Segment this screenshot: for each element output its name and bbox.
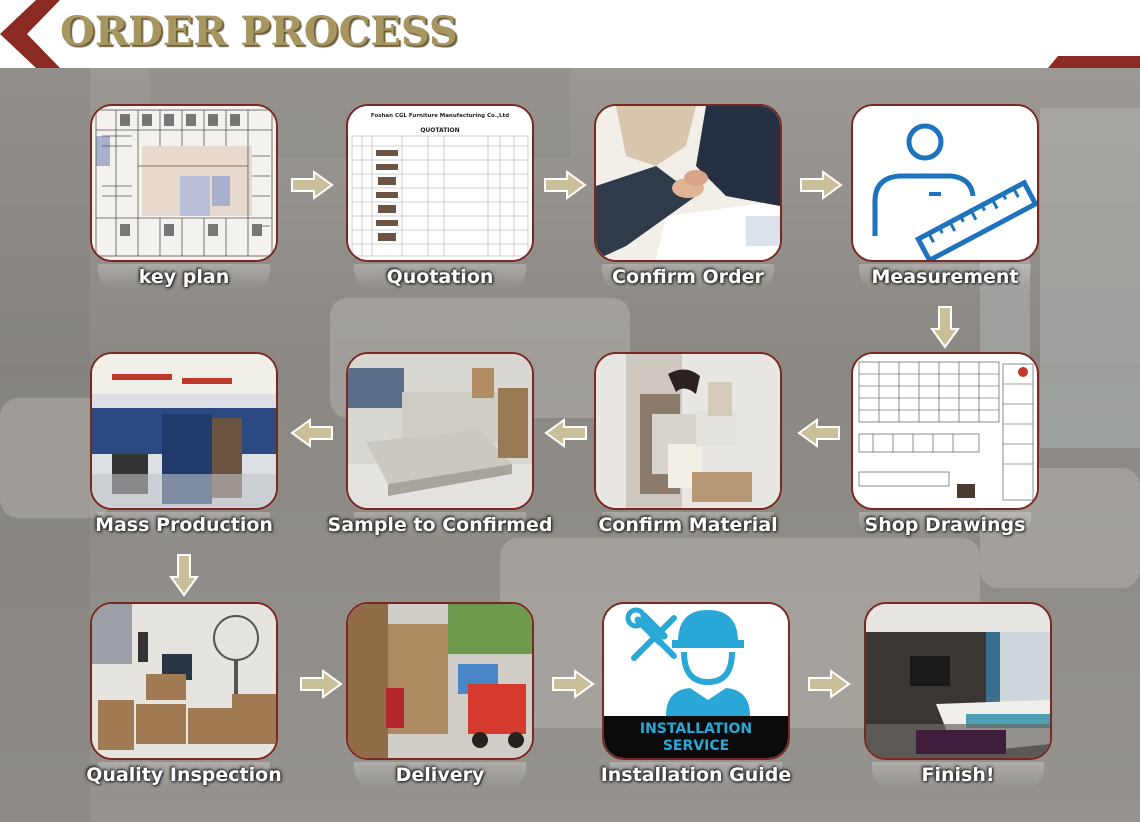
step-label: key plan: [50, 266, 318, 288]
finish-image: [864, 602, 1052, 760]
step-measurement: Measurement: [851, 104, 1039, 262]
step-shop-drawings: Shop Drawings: [851, 352, 1039, 510]
left-arrow-icon: [797, 418, 841, 448]
step-quotation: Foshan CGL Furniture Manufacturing Co.,L…: [346, 104, 534, 262]
right-arrow-icon: [799, 170, 843, 200]
header-accent-stripe: [1048, 56, 1140, 68]
measurement-image: [851, 104, 1039, 262]
measure-person-icon: [853, 106, 1037, 260]
step-delivery: Delivery: [346, 602, 534, 760]
step-label: Finish!: [824, 764, 1092, 786]
delivery-image: [346, 602, 534, 760]
step-label: Delivery: [306, 764, 574, 786]
step-sample-to-confirmed: Sample to Confirmed: [346, 352, 534, 510]
quotation-heading: QUOTATION: [420, 127, 459, 134]
step-mass-production: Mass Production: [90, 352, 278, 510]
quality-inspection-image: [90, 602, 278, 760]
confirm-order-image: [594, 104, 782, 262]
step-key-plan: key plan: [90, 104, 278, 262]
right-arrow-icon: [290, 170, 334, 200]
key-plan-image: [90, 104, 278, 262]
chevron-arrow-icon: [0, 0, 60, 68]
down-arrow-icon: [929, 305, 961, 349]
step-label: Quotation: [306, 266, 574, 288]
quotation-image: Foshan CGL Furniture Manufacturing Co.,L…: [346, 104, 534, 262]
sample-image: [346, 352, 534, 510]
confirm-material-image: [594, 352, 782, 510]
step-label: Confirm Material: [554, 514, 822, 536]
right-arrow-icon: [299, 669, 343, 699]
step-label: Confirm Order: [554, 266, 822, 288]
step-label: Mass Production: [50, 514, 318, 536]
step-installation-guide: INSTALLATION SERVICE Installation Guide: [602, 602, 790, 760]
right-arrow-icon: [551, 669, 595, 699]
left-arrow-icon: [290, 418, 334, 448]
step-finish: Finish!: [864, 602, 1052, 760]
installation-guide-image: INSTALLATION SERVICE: [602, 602, 790, 760]
step-quality-inspection: Quality Inspection: [90, 602, 278, 760]
step-label: Quality Inspection: [50, 764, 318, 786]
left-arrow-icon: [544, 418, 588, 448]
installation-badge-line2: SERVICE: [663, 738, 729, 754]
step-label: Installation Guide: [562, 764, 830, 786]
step-confirm-material: Confirm Material: [594, 352, 782, 510]
step-confirm-order: Confirm Order: [594, 104, 782, 262]
down-arrow-icon: [168, 553, 200, 597]
installation-badge-line1: INSTALLATION: [640, 721, 752, 737]
step-label: Measurement: [811, 266, 1079, 288]
mass-production-image: [90, 352, 278, 510]
page-title: ORDER PROCESS: [60, 8, 458, 55]
step-label: Shop Drawings: [811, 514, 1079, 536]
step-label: Sample to Confirmed: [306, 514, 574, 536]
quotation-company: Foshan CGL Furniture Manufacturing Co.,L…: [371, 113, 509, 119]
header-bar: ORDER PROCESS: [0, 0, 1140, 68]
shop-drawings-image: [851, 352, 1039, 510]
right-arrow-icon: [543, 170, 587, 200]
right-arrow-icon: [807, 669, 851, 699]
